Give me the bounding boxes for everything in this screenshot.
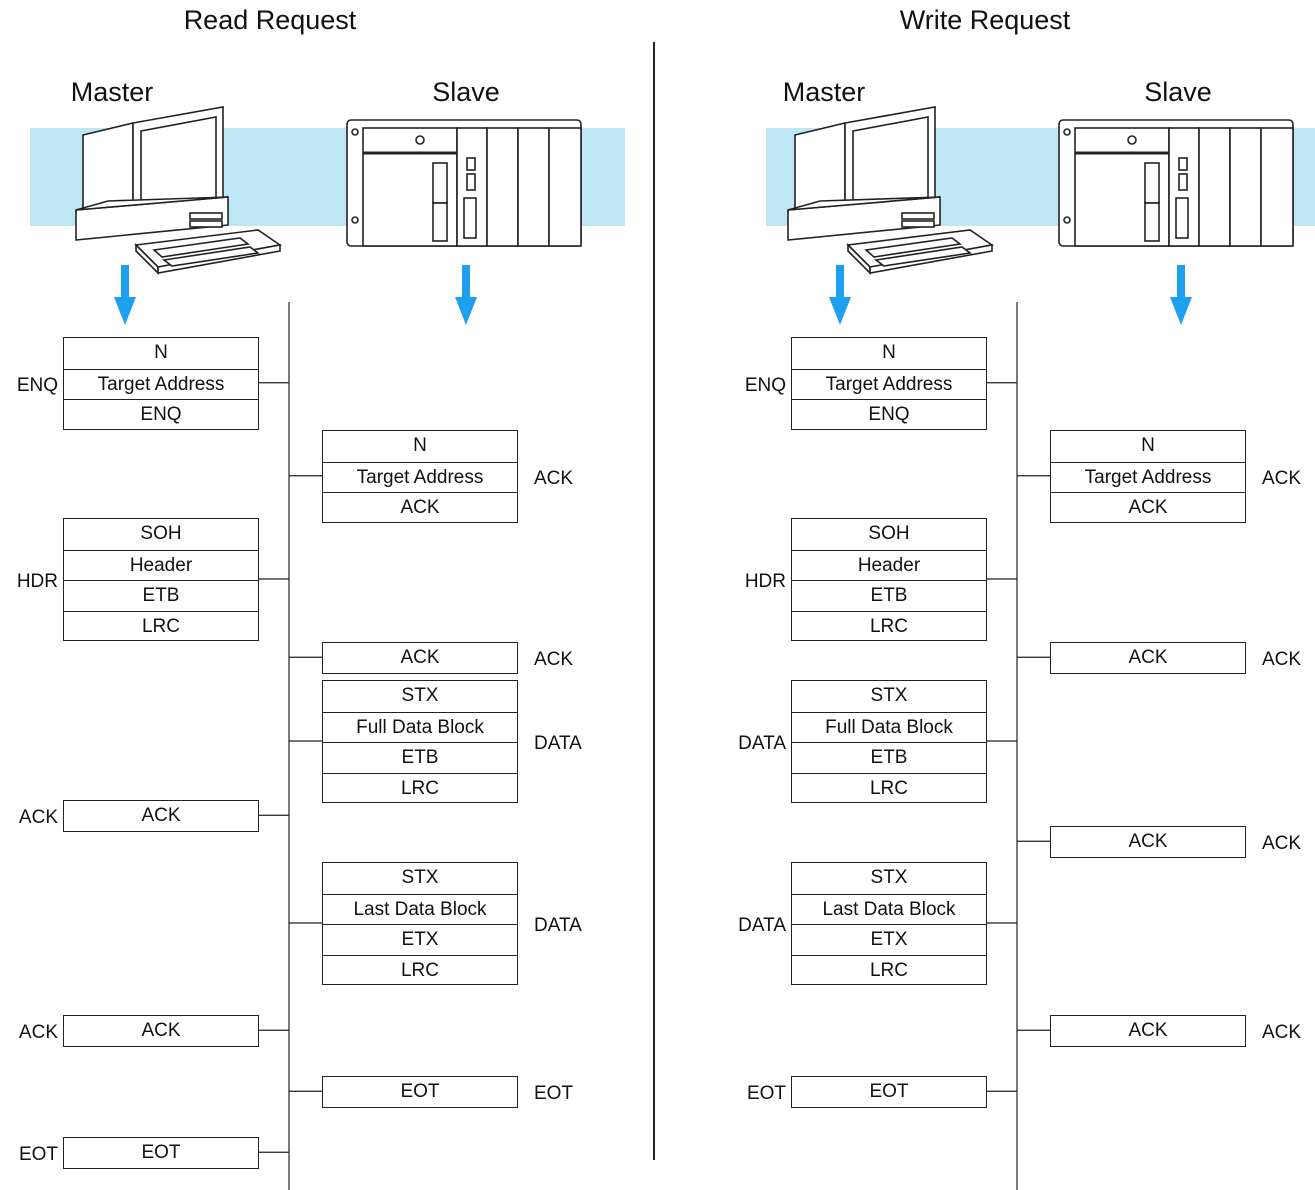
slave-message-block: ACK <box>1050 642 1246 674</box>
message-field: Last Data Block <box>323 893 517 925</box>
message-field: ACK <box>323 492 517 523</box>
message-field: N <box>882 342 896 363</box>
message-type-label: ACK <box>534 649 574 671</box>
master-down-arrow-icon <box>829 265 851 325</box>
message-type-label: ENQ <box>16 374 58 396</box>
master-computer-icon <box>75 106 283 275</box>
slave-down-arrow-icon <box>455 265 477 325</box>
message-field: STX <box>870 867 908 888</box>
message-type-label: EOT <box>534 1083 574 1105</box>
message-field: ENQ <box>792 399 986 430</box>
slave-message-block: ACK <box>322 642 518 674</box>
message-field: LRC <box>792 954 986 986</box>
message-field: Target Address <box>792 368 986 400</box>
message-type-label: ACK <box>18 807 58 829</box>
message-field: LRC <box>792 772 986 804</box>
message-field: ETB <box>792 742 986 773</box>
write-master-label: Master <box>782 77 866 107</box>
message-field: N <box>413 435 427 456</box>
message-field: EOT <box>869 1081 909 1102</box>
message-field: N <box>154 342 168 363</box>
slave-plc-icon <box>346 119 582 247</box>
slave-message-block: ACK <box>1050 1015 1246 1047</box>
message-field: Target Address <box>323 461 517 493</box>
message-field: ACK <box>141 1020 181 1041</box>
message-type-label: HDR <box>744 571 786 592</box>
message-field: ACK <box>1051 492 1245 523</box>
message-field: Header <box>64 549 258 581</box>
message-type-label: ACK <box>534 467 574 489</box>
message-field: ETX <box>323 924 517 955</box>
message-field: Full Data Block <box>792 711 986 743</box>
write-slave-label: Slave <box>1144 77 1212 107</box>
message-type-label: HDR <box>16 571 58 592</box>
message-field: ACK <box>400 647 440 668</box>
message-field: SOH <box>140 523 182 544</box>
read-master-label: Master <box>70 77 154 107</box>
message-field: STX <box>870 685 908 706</box>
master-down-arrow-icon <box>114 265 136 325</box>
slave-plc-icon <box>1058 119 1294 247</box>
master-message-block: EOT <box>63 1137 259 1169</box>
message-field: SOH <box>868 523 910 544</box>
message-field: LRC <box>64 610 258 642</box>
message-type-label: ACK <box>1262 833 1302 855</box>
master-computer-icon <box>787 106 995 275</box>
message-field: Last Data Block <box>792 893 986 925</box>
message-type-label: DATA <box>534 733 582 754</box>
message-type-label: DATA <box>738 733 786 754</box>
message-field: Target Address <box>64 368 258 400</box>
message-field: ETX <box>792 924 986 955</box>
message-field: N <box>1141 435 1155 456</box>
read-slave-label: Slave <box>432 77 500 107</box>
message-field: ETB <box>323 742 517 773</box>
message-field: STX <box>401 867 439 888</box>
message-field: EOT <box>141 1142 181 1163</box>
message-field: Full Data Block <box>323 711 517 743</box>
message-field: ACK <box>1128 647 1168 668</box>
write-request-title: Write Request <box>899 5 1071 35</box>
message-field: Header <box>792 549 986 581</box>
message-field: ETB <box>64 580 258 611</box>
message-type-label: ACK <box>1262 649 1302 671</box>
message-field: ENQ <box>64 399 258 430</box>
read-request-title: Read Request <box>183 5 357 35</box>
message-field: ETB <box>792 580 986 611</box>
message-field: LRC <box>323 954 517 986</box>
message-field: ACK <box>1128 831 1168 852</box>
message-type-label: ENQ <box>744 374 786 396</box>
message-type-label: DATA <box>738 915 786 936</box>
message-field: Target Address <box>1051 461 1245 493</box>
message-field: LRC <box>323 772 517 804</box>
master-message-block: ACK <box>63 800 259 832</box>
message-type-label: ACK <box>18 1022 58 1044</box>
message-field: ACK <box>1128 1020 1168 1041</box>
message-type-label: ACK <box>1262 467 1302 489</box>
message-type-label: DATA <box>534 915 582 936</box>
master-message-block: EOT <box>791 1076 987 1108</box>
message-type-label: ACK <box>1262 1022 1302 1044</box>
slave-down-arrow-icon <box>1170 265 1192 325</box>
message-field: LRC <box>792 610 986 642</box>
message-type-label: EOT <box>746 1083 786 1105</box>
message-type-label: EOT <box>18 1144 58 1166</box>
master-message-block: ACK <box>63 1015 259 1047</box>
message-field: ACK <box>141 805 181 826</box>
slave-message-block: ACK <box>1050 826 1246 858</box>
slave-message-block: EOT <box>322 1076 518 1108</box>
message-field: EOT <box>400 1081 440 1102</box>
message-field: STX <box>401 685 439 706</box>
